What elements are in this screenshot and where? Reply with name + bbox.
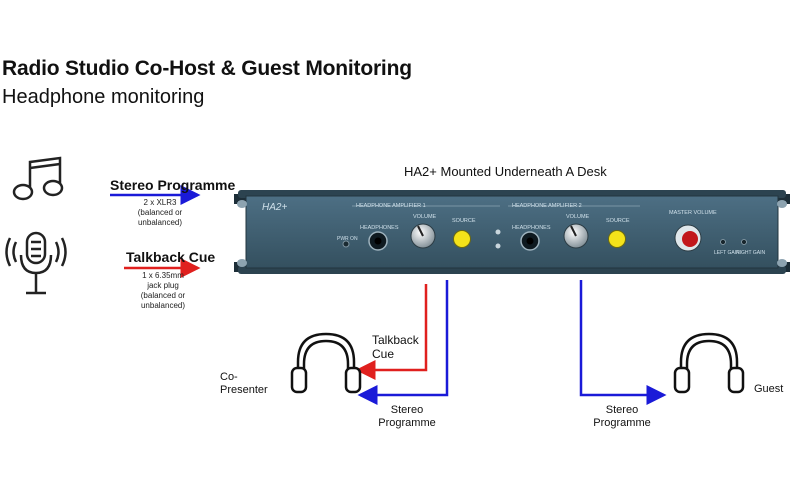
talkback-detail-line: (balanced or xyxy=(140,291,186,300)
microphone-icon xyxy=(5,231,67,295)
master-volume-knob xyxy=(682,231,698,247)
talkback-detail-line: 1 x 6.35mm xyxy=(142,271,184,280)
source-1-knob xyxy=(453,230,471,248)
panel-source-1: SOURCE xyxy=(452,218,476,224)
guest-label: Guest xyxy=(754,383,784,395)
stereo-detail-line: 2 x XLR3 xyxy=(143,198,177,207)
talkback-output-line xyxy=(355,284,428,380)
source-2-knob xyxy=(608,230,626,248)
headphones-icon xyxy=(673,332,745,394)
ha2-unit: HA2+ HEADPHONE AMPLIFIER 1 HEADPHONE AMP… xyxy=(234,190,790,274)
talkback-detail-line: jack plug xyxy=(147,281,179,290)
talkback-cue-output-label: Talkback Cue xyxy=(372,333,419,361)
panel-volume-1: VOLUME xyxy=(413,214,437,220)
panel-amp1-heading: HEADPHONE AMPLIFIER 1 xyxy=(356,203,426,209)
right-gain-trim xyxy=(741,239,747,245)
panel-amp2-heading: HEADPHONE AMPLIFIER 2 xyxy=(512,203,582,209)
talkback-detail-line: unbalanced) xyxy=(140,301,186,310)
page-subtitle: Headphone monitoring xyxy=(2,86,205,108)
stereo-detail-line: unbalanced) xyxy=(137,218,183,227)
stereo-detail-line: (balanced or xyxy=(137,208,183,217)
stereo-programme-output-2-label: Stereo Programme xyxy=(593,404,651,429)
panel-headphones-2: HEADPHONES xyxy=(512,225,551,231)
headphones-icon xyxy=(290,332,362,394)
stereo-programme-output-1-label: Stereo Programme xyxy=(378,404,436,429)
stereo-input-detail: 2 x XLR3 (balanced or unbalanced) xyxy=(132,198,188,228)
panel-source-2: SOURCE xyxy=(606,218,630,224)
panel-left-gain: LEFT GAIN xyxy=(714,250,740,256)
music-note-icon xyxy=(12,156,64,201)
left-gain-trim xyxy=(720,239,726,245)
stereo-programme-input-label: Stereo Programme xyxy=(110,177,236,193)
panel-right-gain: RIGHT GAIN xyxy=(736,250,765,256)
stereo-output-line-1 xyxy=(357,280,449,405)
unit-caption: HA2+ Mounted Underneath A Desk xyxy=(404,164,607,179)
stereo-output-line-2 xyxy=(579,280,667,405)
panel-master-volume: MASTER VOLUME xyxy=(669,210,717,216)
talkback-input-detail: 1 x 6.35mm jack plug (balanced or unbala… xyxy=(134,271,192,311)
page-title: Radio Studio Co-Host & Guest Monitoring xyxy=(2,57,412,80)
panel-pwr-on: PWR ON xyxy=(337,236,358,242)
panel-headphones-1: HEADPHONES xyxy=(360,225,399,231)
panel-volume-2: VOLUME xyxy=(566,214,590,220)
co-presenter-label: Co-Presenter xyxy=(220,371,268,396)
talkback-cue-input-label: Talkback Cue xyxy=(126,249,216,265)
power-led xyxy=(342,240,350,248)
panel-logo: HA2+ xyxy=(262,202,287,213)
